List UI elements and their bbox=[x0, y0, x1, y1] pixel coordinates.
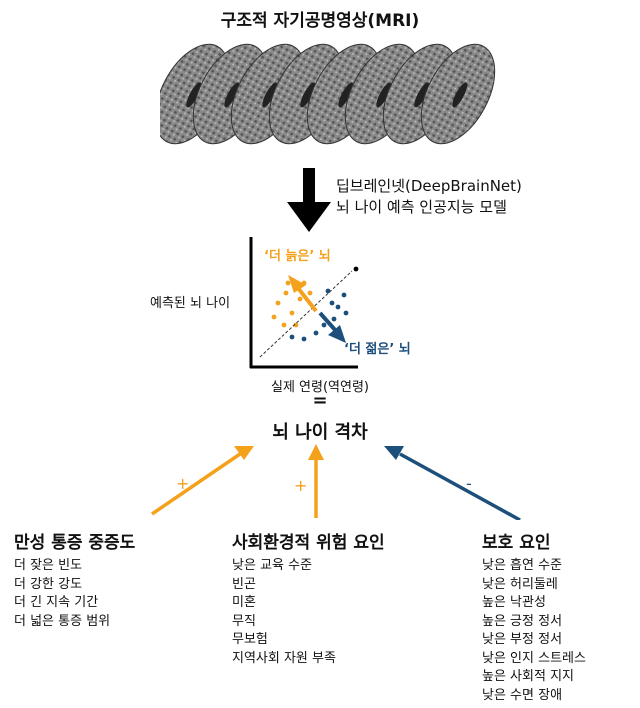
scatter-point bbox=[271, 314, 277, 320]
scatter-point bbox=[335, 304, 341, 310]
protective-heading: 보호 요인 bbox=[482, 533, 551, 553]
list-item: 더 긴 지속 기간 bbox=[14, 595, 99, 610]
social-risk-list: 낮은 교육 수준 빈곤 미혼 무직 무보험 지역사회 자원 부족 bbox=[232, 557, 336, 668]
list-item: 낮은 부정 정서 bbox=[482, 632, 563, 647]
scatter-point bbox=[341, 292, 347, 298]
mri-ventricle bbox=[414, 82, 430, 108]
scatter-point bbox=[353, 266, 359, 272]
list-item: 낮은 수면 장애 bbox=[482, 687, 563, 703]
list-item: 더 넓은 통증 범위 bbox=[14, 613, 111, 629]
model-label: 딥브레인넷(DeepBrainNet) 뇌 나이 예측 인공지능 모델 bbox=[336, 176, 522, 218]
scatter-x-label: 실제 연령(역연령) bbox=[271, 380, 369, 395]
equals-sign: = bbox=[312, 390, 328, 411]
model-label-line2: 뇌 나이 예측 인공지능 모델 bbox=[336, 198, 507, 216]
scatter-point bbox=[281, 322, 287, 328]
older-arrow-icon bbox=[288, 275, 306, 293]
scatter-plot bbox=[249, 237, 359, 369]
list-item: 높은 사회적 지지 bbox=[482, 669, 574, 684]
scatter-point bbox=[313, 330, 319, 336]
scatter-point bbox=[285, 280, 291, 286]
model-label-line1: 딥브레인넷(DeepBrainNet) bbox=[336, 177, 522, 195]
scatter-point bbox=[307, 290, 313, 296]
mri-ventricle bbox=[262, 82, 278, 108]
scatter-point bbox=[329, 300, 335, 306]
mri-ventricle bbox=[224, 82, 240, 108]
mri-ventricle bbox=[186, 82, 202, 108]
brain-age-gap-title: 뇌 나이 격차 bbox=[272, 422, 368, 443]
scatter-point bbox=[321, 322, 327, 328]
list-item: 낮은 교육 수준 bbox=[232, 558, 313, 573]
sign-protective: - bbox=[466, 474, 472, 493]
list-item: 낮은 흡연 수준 bbox=[482, 558, 563, 573]
social-risk-heading: 사회환경적 위험 요인 bbox=[232, 533, 385, 553]
scatter-point bbox=[297, 296, 303, 302]
chronic-pain-list: 더 잦은 빈도 더 강한 강도 더 긴 지속 기간 더 넓은 통증 범위 bbox=[14, 557, 110, 631]
sign-chronic-pain: + bbox=[176, 474, 190, 493]
list-item: 무보험 bbox=[232, 632, 268, 647]
arrow-left-icon bbox=[234, 446, 254, 460]
factor-arrows bbox=[151, 444, 521, 520]
scatter-point bbox=[283, 290, 289, 296]
list-item: 미혼 bbox=[232, 595, 256, 610]
chronic-pain-heading: 만성 통증 중증도 bbox=[14, 533, 136, 553]
mri-ventricle bbox=[300, 82, 316, 108]
scatter-y-label: 예측된 뇌 나이 bbox=[150, 296, 231, 311]
list-item: 지역사회 자원 부족 bbox=[232, 650, 336, 666]
younger-arrow-icon bbox=[328, 325, 346, 343]
older-brain-label: ‘더 늙은’ 뇌 bbox=[264, 249, 331, 264]
identity-line bbox=[259, 270, 353, 358]
list-item: 무직 bbox=[232, 613, 256, 629]
mri-title: 구조적 자기공명영상(MRI) bbox=[220, 11, 420, 31]
scatter-point bbox=[331, 316, 337, 322]
younger-brain-label: ‘더 젊은’ 뇌 bbox=[344, 342, 411, 357]
arrow-middle-icon bbox=[308, 444, 324, 460]
scatter-point bbox=[289, 334, 295, 340]
scatter-point bbox=[293, 322, 299, 328]
mri-ventricle bbox=[376, 82, 392, 108]
arrow-right-icon bbox=[384, 446, 404, 460]
protective-list: 낮은 흡연 수준 낮은 허리둘레 높은 낙관성 높은 긍정 정서 낮은 부정 정… bbox=[482, 557, 586, 705]
list-item: 낮은 인지 스트레스 bbox=[482, 650, 586, 666]
list-item: 높은 낙관성 bbox=[482, 595, 546, 610]
scatter-point bbox=[289, 310, 295, 316]
list-item: 낮은 허리둘레 bbox=[482, 576, 558, 592]
scatter-point bbox=[325, 288, 331, 294]
mri-ventricle bbox=[338, 82, 354, 108]
down-arrow-icon bbox=[287, 168, 331, 232]
scatter-point bbox=[343, 310, 349, 316]
scatter-point bbox=[301, 336, 307, 342]
list-item: 빈곤 bbox=[232, 576, 256, 592]
sign-social-risk: + bbox=[294, 476, 308, 495]
list-item: 더 강한 강도 bbox=[14, 576, 83, 592]
mri-slices-image bbox=[160, 43, 496, 145]
scatter-point bbox=[275, 300, 281, 306]
list-item: 높은 긍정 정서 bbox=[482, 613, 563, 629]
mri-ventricle bbox=[452, 82, 468, 108]
list-item: 더 잦은 빈도 bbox=[14, 558, 83, 573]
